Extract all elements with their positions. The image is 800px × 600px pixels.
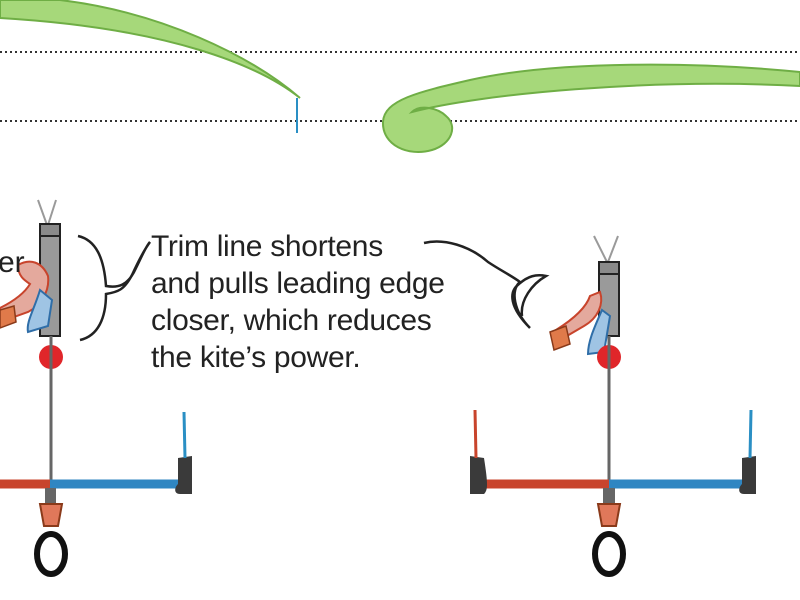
steering-line-left	[182, 411, 187, 459]
donkey-dick-right	[596, 503, 622, 527]
brace-left	[77, 234, 152, 342]
caption-line-1: Trim line shortens	[151, 230, 383, 263]
depower-cleat-right	[598, 261, 620, 275]
kite-profiles	[0, 0, 800, 153]
cropped-label: er	[0, 246, 25, 279]
kite-canopy-profile-left	[0, 0, 301, 99]
donkey-dick-left	[38, 503, 64, 527]
kite-canopy-profile-right	[381, 63, 800, 153]
trim-line-caption: Trim line shortens and pulls leading edg…	[151, 228, 445, 376]
front-line-right	[593, 235, 608, 263]
steering-line-right-blue	[748, 409, 753, 459]
bar-end-right-left	[175, 456, 192, 494]
front-line-left	[37, 199, 48, 226]
caption-line-2: and pulls leading edge	[151, 267, 445, 300]
caption-line-3: closer, which reduces	[151, 304, 432, 337]
bar-end-right-right	[739, 456, 756, 494]
trim-strap-blue-left	[26, 288, 54, 334]
callout-bracket	[77, 234, 550, 342]
chicken-loop-left	[34, 531, 68, 577]
control-bar-right	[470, 235, 756, 577]
chicken-loop-right	[592, 531, 626, 577]
caption-line-4: the kite’s power.	[151, 341, 361, 374]
steering-line-right-red	[473, 409, 478, 459]
pointer-curve-right	[423, 240, 550, 329]
bar-end-left-right	[470, 456, 487, 494]
control-bar-left	[0, 199, 192, 577]
depower-cleat-left	[39, 223, 61, 237]
